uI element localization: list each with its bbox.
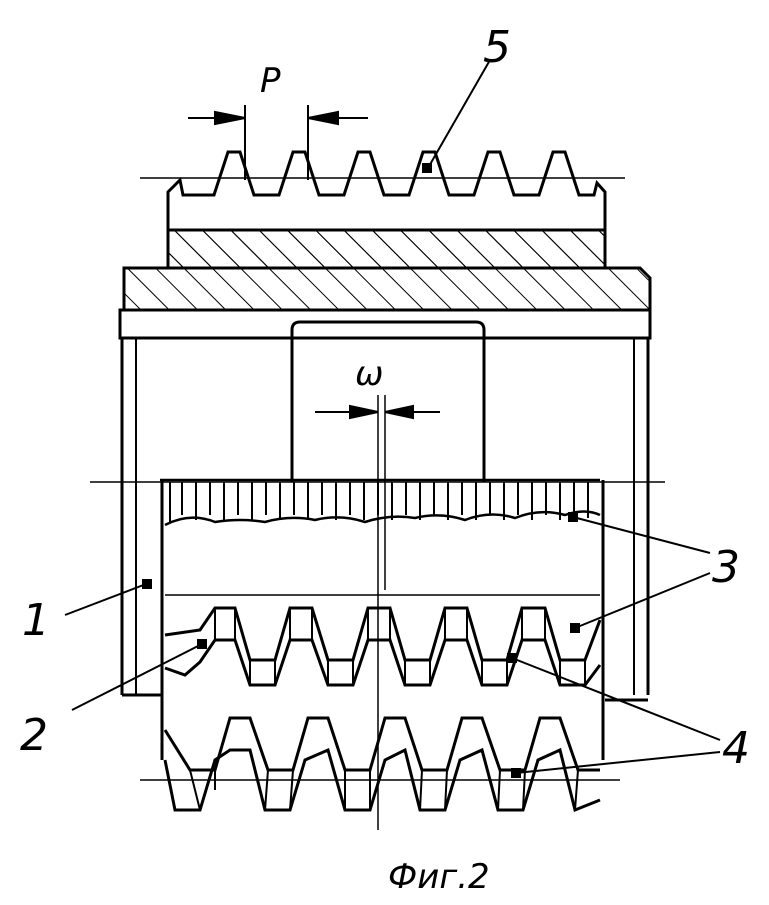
part-label-4: 4 <box>722 723 750 774</box>
top-gear-teeth <box>140 150 625 230</box>
offset-dimension <box>315 404 440 420</box>
hatched-ring <box>122 228 652 312</box>
leader-lines <box>64 59 721 778</box>
center-axis <box>377 395 386 830</box>
leader-dot-3a <box>568 512 578 522</box>
inner-teeth-strip <box>90 478 665 760</box>
part-label-1: 1 <box>22 595 50 646</box>
bottom-worm-profile <box>140 716 620 813</box>
strip-tooth-lines <box>169 482 589 522</box>
part-label-5: 5 <box>483 22 511 73</box>
leader-dot-1 <box>142 579 152 589</box>
offset-label: ω <box>355 354 383 394</box>
leader-dot-4a <box>507 653 517 663</box>
body-housing <box>118 308 652 702</box>
part-label-3: 3 <box>712 542 740 593</box>
figure-caption: Фиг.2 <box>388 857 490 897</box>
pitch-dimension <box>188 105 368 180</box>
leader-dot-2 <box>197 639 207 649</box>
leader-dot-4b <box>511 768 521 778</box>
leader-dot-5 <box>422 163 432 173</box>
pitch-label: P <box>260 61 281 101</box>
leader-dot-3b <box>570 623 580 633</box>
key-window <box>290 320 486 482</box>
middle-worm-profile <box>164 606 602 687</box>
part-label-2: 2 <box>20 710 48 761</box>
